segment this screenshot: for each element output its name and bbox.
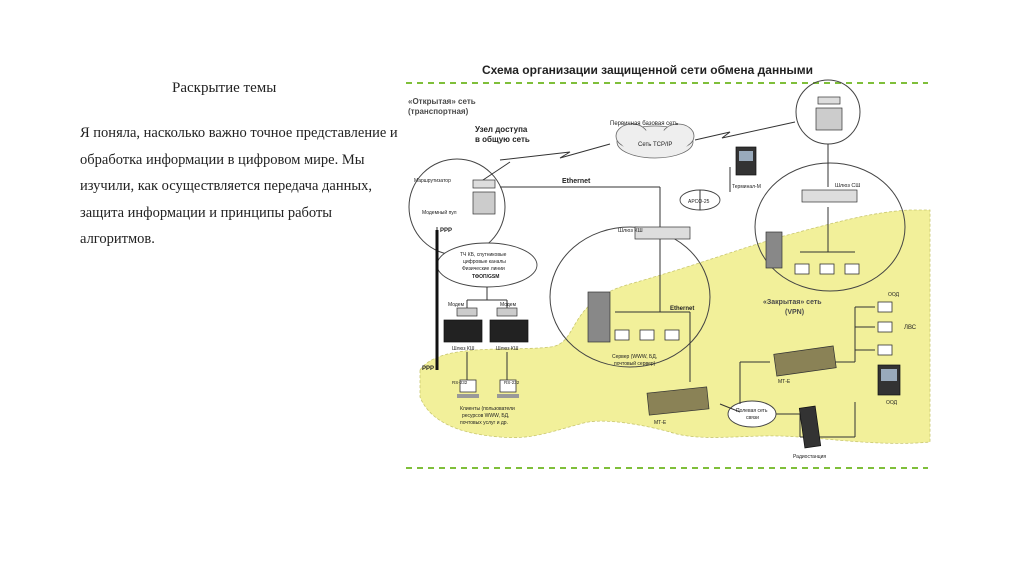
- closed-net-label-2: (VPN): [785, 309, 804, 316]
- modem-right-device: [496, 307, 518, 317]
- lvs-pc-group: [877, 301, 893, 356]
- ood-device-bottom: [877, 364, 901, 396]
- tcpip-cloud: [615, 123, 695, 159]
- clients-label-2: ресурсов WWW, БД,: [462, 413, 509, 419]
- modem-right-label: Модем: [500, 302, 517, 308]
- modem-left-device: [456, 307, 478, 317]
- gateway-cs-right-device: [801, 189, 858, 203]
- right-pc-group: [794, 263, 860, 275]
- top-right-server: [815, 96, 843, 131]
- access-node-label-1: Узел доступа: [475, 125, 528, 134]
- field-net-cloud: [727, 400, 777, 428]
- tcpip-label: Сеть TCP/IP: [638, 142, 672, 148]
- gateway-ks-mid-device: [634, 226, 691, 240]
- mte-left-label: МТ-Е: [654, 420, 667, 426]
- client-pc-right: [497, 379, 519, 398]
- channels-label-3: Физические линии: [462, 266, 505, 272]
- channels-label-2: цифровые каналы: [463, 259, 506, 265]
- router-label: Маршрутизатор: [414, 178, 451, 184]
- clients-label-3: почтовых услуг и др.: [460, 420, 508, 426]
- apco-label: APCO-25: [688, 199, 710, 205]
- gw-ks-mid-label: Шлюз КШ: [618, 228, 643, 234]
- ood-bottom-label: ООД: [886, 400, 898, 406]
- connection-lines: [436, 121, 875, 438]
- gw-cs-right-label: Шлюз СШ: [835, 183, 860, 189]
- rs-left-label: RS-232: [452, 380, 468, 385]
- ood-top-label: ООД: [888, 292, 900, 298]
- modem-pool-label: Модемный пул: [422, 209, 457, 216]
- lvs-label: ЛВС: [904, 325, 917, 331]
- server-zone-ellipse: [549, 226, 711, 368]
- client-pc-left: [457, 379, 479, 398]
- server-label-2: почтовый сервер): [614, 360, 656, 367]
- network-diagram: Схема организации защищенной сети обмена…: [406, 63, 931, 469]
- field-net-label-1: Полевая сеть: [736, 408, 768, 414]
- open-net-label-1: «Открытая» сеть: [408, 97, 476, 106]
- ppp-top-label: PPP: [440, 228, 452, 234]
- access-node-label-2: в общую сеть: [475, 135, 530, 144]
- mte-right-label: МТ-Е: [778, 379, 791, 385]
- server-tower: [587, 291, 611, 343]
- open-net-label-2: (транспортная): [408, 107, 469, 116]
- ks-right-device: [489, 319, 529, 343]
- right-server-tower: [765, 231, 783, 269]
- closed-net-label-1: «Закрытая» сеть: [763, 299, 822, 306]
- rs-right-label: RS-232: [504, 380, 520, 385]
- slide-heading: Раскрытие темы: [172, 80, 277, 96]
- slide-paragraph: Я поняла, насколько важно точное предста…: [80, 125, 398, 247]
- server-pc-group: [614, 329, 680, 341]
- radio-device: [798, 405, 822, 449]
- clients-label-1: Клиенты (пользователи: [460, 406, 515, 412]
- ks-left-label: Шлюз КШ: [452, 346, 475, 352]
- ppp-bottom-label: PPP: [422, 366, 434, 372]
- radio-label: Радиостанция: [793, 454, 826, 460]
- modem-left-label: Модем: [448, 302, 465, 308]
- mte-device-right: [773, 345, 837, 377]
- mte-device-left: [646, 386, 710, 416]
- primary-net-label: Первичная базовая сеть: [610, 121, 678, 127]
- terminal-label: Терминал-М: [732, 184, 761, 190]
- ethernet-top-label: Ethernet: [562, 178, 591, 185]
- channels-label-1: ТЧ КБ, спутниковые: [460, 252, 507, 258]
- ethernet-mid-label: Ethernet: [670, 306, 694, 312]
- server-label-1: Сервер (WWW, БД,: [612, 354, 657, 360]
- terminal-m-device: [735, 146, 757, 176]
- ks-right-label: Шлюз КШ: [496, 346, 519, 352]
- diagram-title: Схема организации защищенной сети обмена…: [482, 63, 813, 77]
- router-device: [472, 179, 496, 215]
- channels-label-4: ТФОП/GSM: [472, 274, 499, 280]
- field-net-label-2: связи: [746, 415, 759, 421]
- ks-left-device: [443, 319, 483, 343]
- gateway-cs-ellipse: [754, 162, 906, 292]
- channels-cloud: [436, 242, 538, 288]
